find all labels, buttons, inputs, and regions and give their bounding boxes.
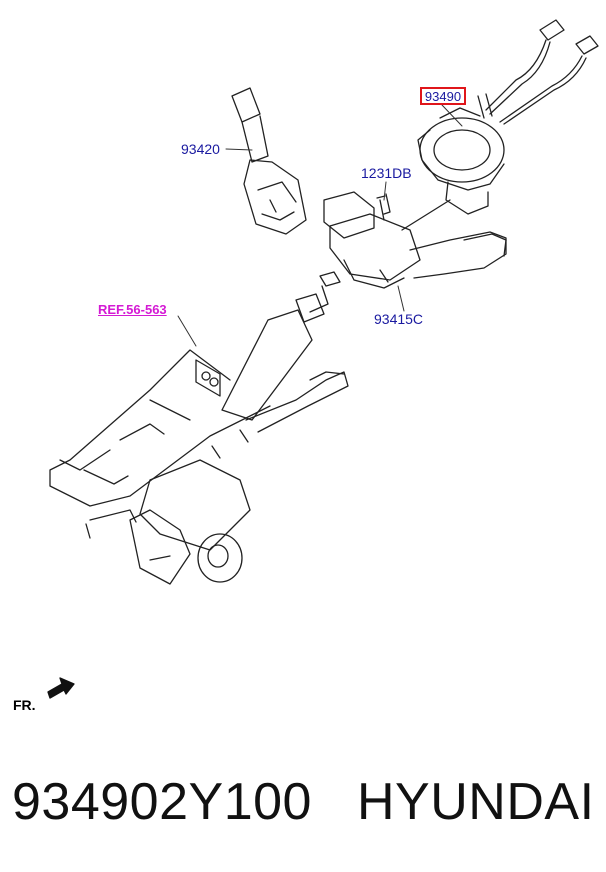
front-arrow-icon xyxy=(47,677,75,699)
callout-1231db[interactable]: 1231DB xyxy=(361,165,412,181)
callout-93420[interactable]: 93420 xyxy=(181,141,220,157)
front-direction-label: FR. xyxy=(13,697,36,713)
reference-link[interactable]: REF.56-563 xyxy=(98,302,167,317)
wiper-switch-assembly xyxy=(231,87,307,235)
leader-lines xyxy=(177,104,463,347)
steering-column xyxy=(49,271,349,507)
eps-motor-unit xyxy=(85,459,251,585)
steering-column-diagram xyxy=(47,19,599,699)
clock-spring-assembly xyxy=(417,19,599,215)
brand-name: HYUNDAI xyxy=(357,773,595,831)
bolt-part xyxy=(376,193,391,221)
multifunction-switch-assembly xyxy=(323,191,507,289)
callout-93415c[interactable]: 93415C xyxy=(374,311,424,327)
callout-93490-highlighted[interactable]: 93490 xyxy=(420,87,466,105)
part-number: 934902Y100 xyxy=(12,773,312,831)
